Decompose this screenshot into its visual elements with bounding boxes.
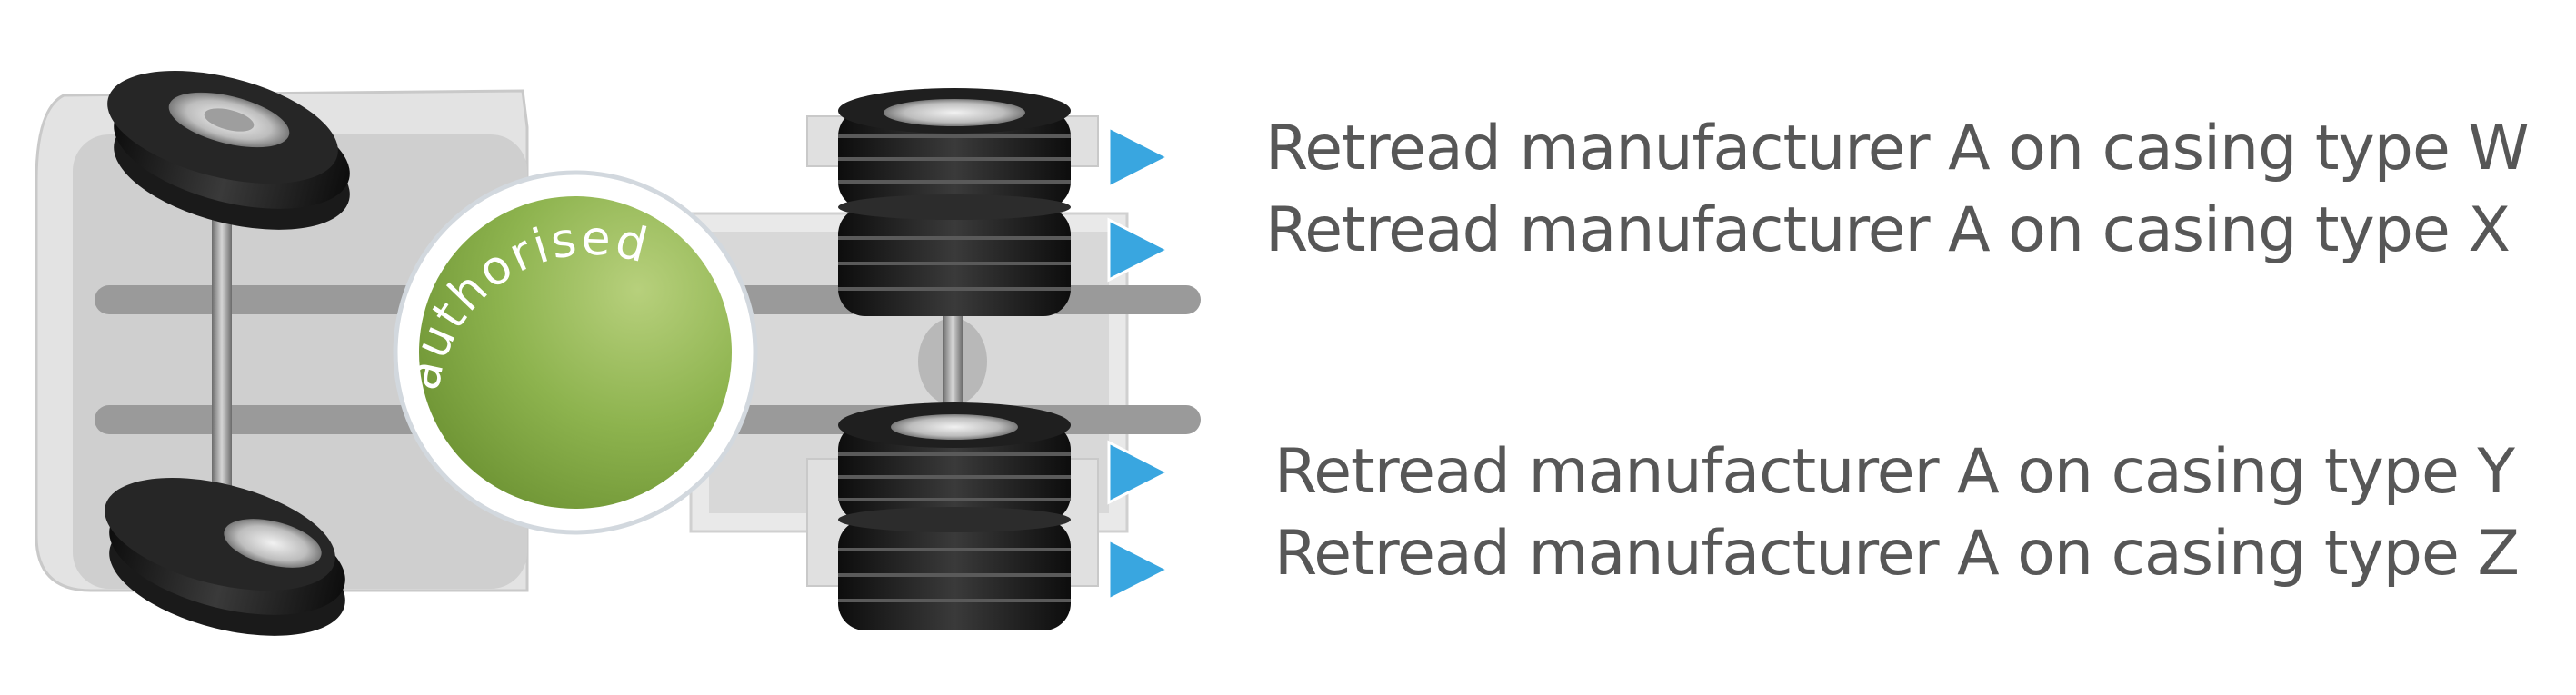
label-casing-w: Retread manufacturer A on casing type W bbox=[1265, 113, 2530, 184]
badge-disc bbox=[419, 196, 732, 509]
pointer-arrows bbox=[1107, 124, 1172, 602]
truck-cab bbox=[35, 89, 529, 592]
label-casing-y: Retread manufacturer A on casing type Y bbox=[1274, 436, 2515, 508]
front-right-tire bbox=[105, 478, 345, 636]
front-axle bbox=[105, 71, 350, 636]
front-left-tire bbox=[107, 71, 350, 230]
rear-tire-w bbox=[838, 88, 1071, 209]
label-casing-z: Retread manufacturer A on casing type Z bbox=[1274, 518, 2520, 590]
arrow-y-icon bbox=[1107, 440, 1172, 505]
rear-tire-z bbox=[838, 507, 1071, 630]
label-casing-x: Retread manufacturer A on casing type X bbox=[1265, 194, 2511, 266]
rear-tire-x bbox=[838, 194, 1071, 316]
rear-axle bbox=[806, 88, 1099, 630]
arrow-w-icon bbox=[1107, 124, 1172, 190]
arrow-z-icon bbox=[1107, 537, 1172, 602]
arrow-x-icon bbox=[1107, 217, 1172, 283]
rear-tire-y bbox=[838, 402, 1071, 522]
authorised-badge: authorised bbox=[393, 170, 758, 535]
